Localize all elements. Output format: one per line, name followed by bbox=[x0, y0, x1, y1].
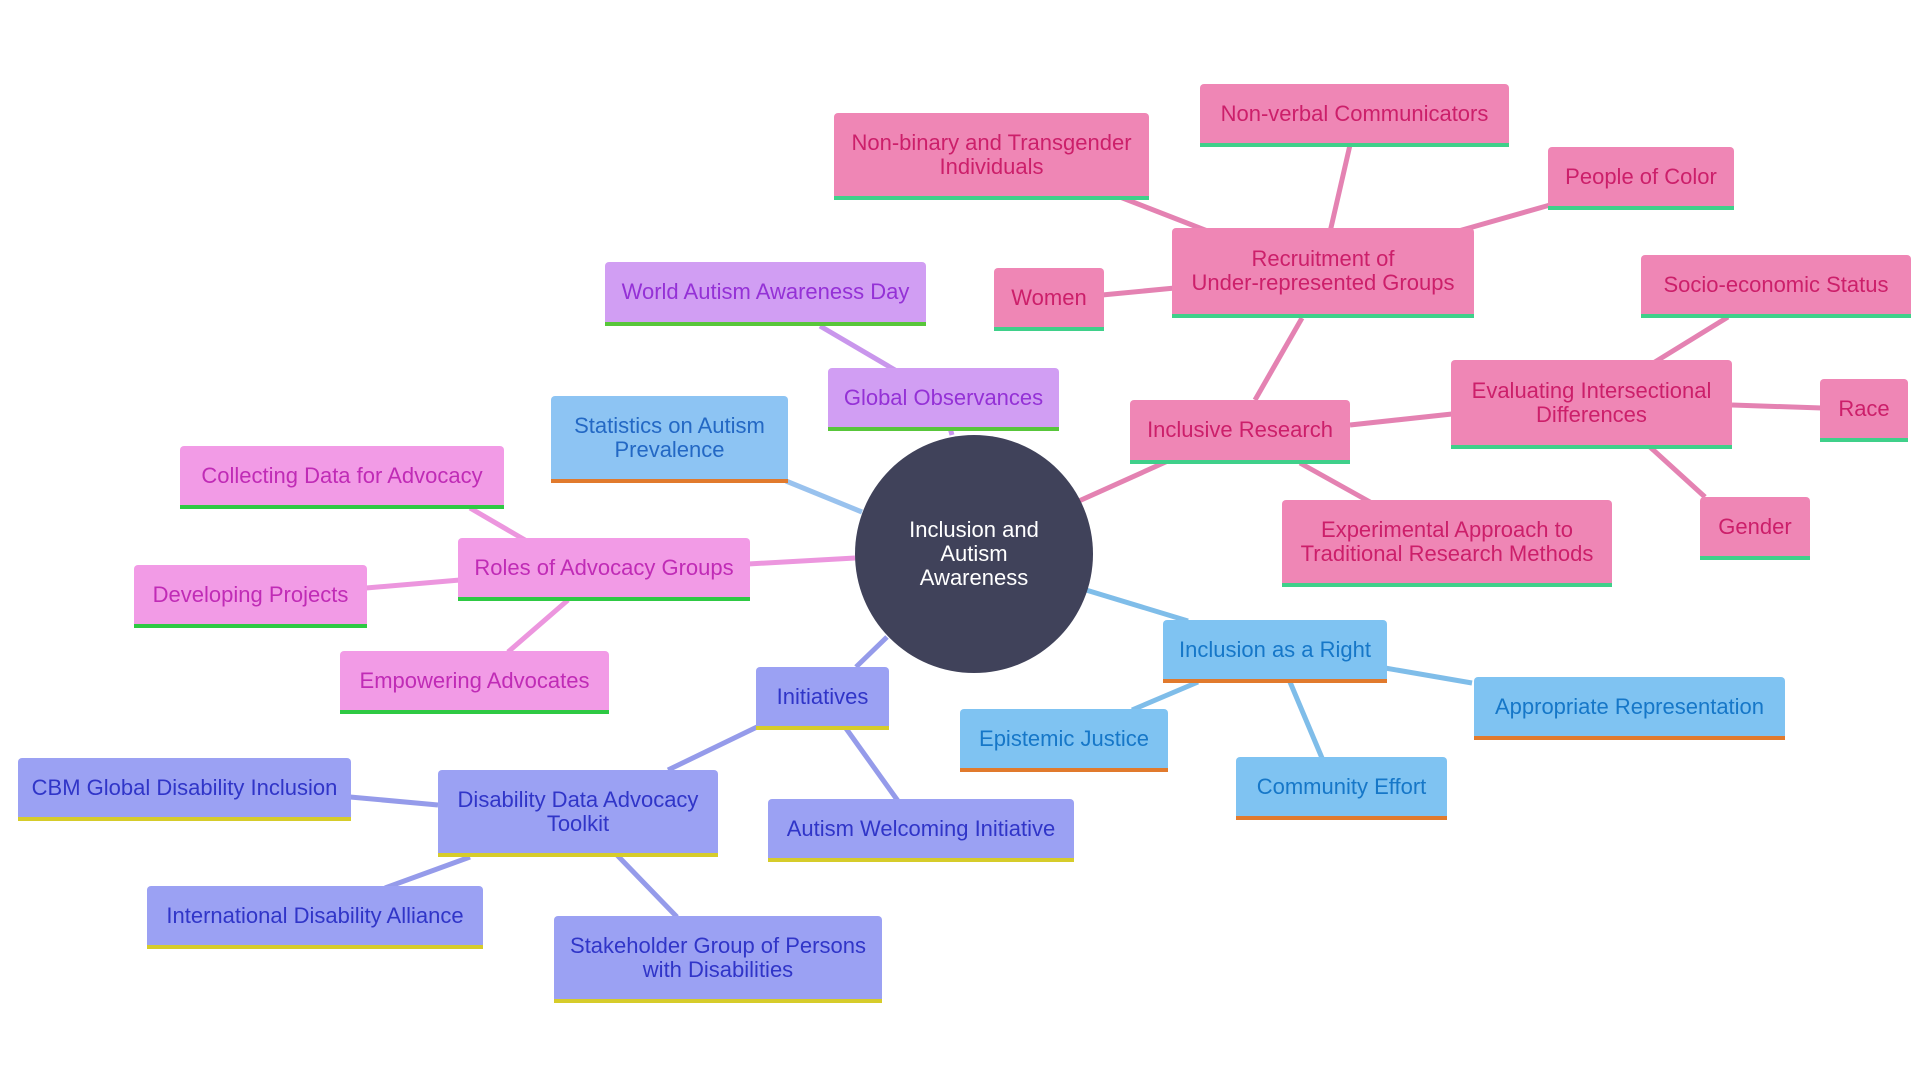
link-recruitment-nonverbal bbox=[1327, 144, 1353, 233]
link-advocacy-collecting bbox=[468, 505, 527, 543]
link-right-representation bbox=[1384, 665, 1473, 686]
link-advocacy-developing bbox=[365, 577, 461, 591]
node-initiatives: Initiatives bbox=[756, 667, 889, 730]
node-international-disability-alliance: International Disability Alliance bbox=[147, 886, 483, 949]
node-collecting-data: Collecting Data for Advocacy bbox=[180, 446, 504, 509]
link-initiatives-welcoming bbox=[842, 725, 901, 803]
node-recruitment: Recruitment of Under-represented Groups bbox=[1172, 228, 1474, 318]
node-race: Race bbox=[1820, 379, 1908, 442]
link-recruitment-nonbinary bbox=[1119, 194, 1211, 235]
link-evaluating-socio bbox=[1648, 314, 1730, 368]
link-initiatives-toolkit bbox=[666, 724, 759, 773]
link-center-research bbox=[1068, 457, 1172, 508]
link-recruitment-women bbox=[1101, 285, 1176, 298]
node-global-observances: Global Observances bbox=[828, 368, 1059, 431]
node-stakeholder-group: Stakeholder Group of Persons with Disabi… bbox=[554, 916, 882, 1003]
link-observances-worldday bbox=[818, 323, 897, 373]
node-gender: Gender bbox=[1700, 497, 1810, 560]
node-statistics-prevalence: Statistics on Autism Prevalence bbox=[551, 396, 788, 483]
link-right-epistemic bbox=[1131, 679, 1199, 713]
node-inclusive-research: Inclusive Research bbox=[1130, 400, 1350, 464]
link-center-initiatives bbox=[854, 635, 889, 669]
node-epistemic-justice: Epistemic Justice bbox=[960, 709, 1168, 772]
node-women: Women bbox=[994, 268, 1104, 331]
node-inclusion-right: Inclusion as a Right bbox=[1163, 620, 1387, 683]
node-appropriate-representation: Appropriate Representation bbox=[1474, 677, 1785, 740]
link-research-experimental bbox=[1298, 460, 1372, 505]
node-developing-projects: Developing Projects bbox=[134, 565, 367, 628]
link-toolkit-stakeholder bbox=[615, 853, 679, 919]
node-experimental-approach: Experimental Approach to Traditional Res… bbox=[1282, 500, 1612, 587]
link-center-statistics bbox=[785, 478, 863, 515]
link-toolkit-cbm bbox=[349, 794, 439, 808]
node-empowering-advocates: Empowering Advocates bbox=[340, 651, 609, 714]
link-research-recruitment bbox=[1252, 316, 1305, 402]
link-recruitment-poc bbox=[1454, 202, 1551, 235]
link-toolkit-ida bbox=[384, 854, 471, 891]
node-non-binary: Non-binary and Transgender Individuals bbox=[834, 113, 1149, 200]
node-people-of-color: People of Color bbox=[1548, 147, 1734, 210]
link-research-evaluating bbox=[1349, 411, 1453, 428]
node-non-verbal: Non-verbal Communicators bbox=[1200, 84, 1509, 147]
link-advocacy-empowering bbox=[506, 598, 570, 654]
node-world-autism-day: World Autism Awareness Day bbox=[605, 262, 926, 326]
node-cbm-global: CBM Global Disability Inclusion bbox=[18, 758, 351, 821]
node-socio-economic: Socio-economic Status bbox=[1641, 255, 1911, 318]
node-evaluating-intersectional: Evaluating Intersectional Differences bbox=[1451, 360, 1732, 449]
link-right-community bbox=[1287, 681, 1325, 759]
link-evaluating-gender bbox=[1648, 445, 1707, 499]
link-evaluating-race bbox=[1731, 402, 1823, 411]
center-node: Inclusion and Autism Awareness bbox=[855, 435, 1093, 673]
node-roles-advocacy: Roles of Advocacy Groups bbox=[458, 538, 750, 601]
node-autism-welcoming: Autism Welcoming Initiative bbox=[768, 799, 1074, 862]
link-center-advocacy bbox=[747, 555, 856, 567]
node-disability-toolkit: Disability Data Advocacy Toolkit bbox=[438, 770, 718, 857]
link-center-right bbox=[1085, 587, 1189, 624]
node-community-effort: Community Effort bbox=[1236, 757, 1447, 820]
